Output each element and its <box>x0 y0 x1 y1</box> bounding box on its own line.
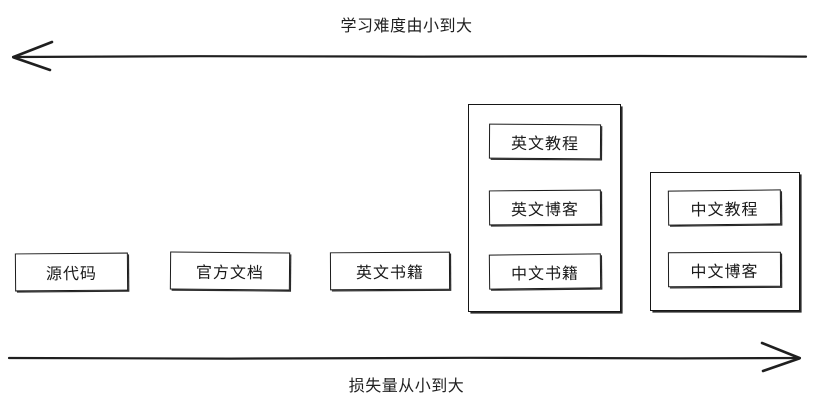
node-english-tutorials[interactable]: 英文教程 <box>488 123 602 160</box>
node-english-books[interactable]: 英文书籍 <box>329 251 451 291</box>
bottom-axis-label: 损失量从小到大 <box>348 376 465 395</box>
node-source-code[interactable]: 源代码 <box>14 252 129 292</box>
node-english-blogs[interactable]: 英文博客 <box>488 189 602 226</box>
node-chinese-blogs[interactable]: 中文博客 <box>667 251 782 288</box>
bottom-arrow-icon <box>7 341 802 373</box>
node-chinese-books[interactable]: 中文书籍 <box>488 253 602 290</box>
top-arrow-icon <box>11 40 808 72</box>
node-chinese-tutorials[interactable]: 中文教程 <box>667 189 782 226</box>
node-official-docs[interactable]: 官方文档 <box>169 251 291 291</box>
top-axis-label: 学习难度由小到大 <box>340 16 473 35</box>
